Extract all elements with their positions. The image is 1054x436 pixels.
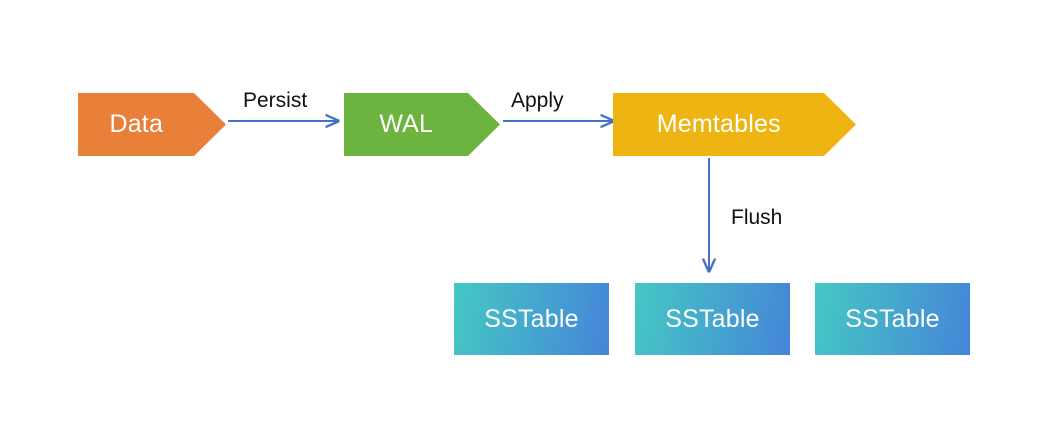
node-label-memtables: Memtables xyxy=(656,110,781,138)
chevron-shape-data xyxy=(78,93,226,156)
chevron-shape-memtables xyxy=(613,93,856,156)
edge-flush-arrow xyxy=(701,158,717,283)
node-sstable-1[interactable]: SSTable xyxy=(454,283,609,355)
node-data[interactable]: Data xyxy=(78,93,226,156)
node-sstable-3[interactable]: SSTable xyxy=(815,283,970,355)
node-label-data: Data xyxy=(109,110,164,138)
node-wal[interactable]: WAL xyxy=(344,93,500,156)
node-label-wal: WAL xyxy=(379,110,434,138)
edge-persist-arrow xyxy=(228,113,350,129)
edge-label-flush: Flush xyxy=(731,206,783,229)
edge-apply-arrow xyxy=(503,113,625,129)
node-label-sstable-2: SSTable xyxy=(665,304,760,333)
edge-label-persist: Persist xyxy=(243,89,308,112)
node-label-sstable-3: SSTable xyxy=(845,304,940,333)
node-label-sstable-1: SSTable xyxy=(484,304,579,333)
node-memtables[interactable]: Memtables xyxy=(613,93,856,156)
node-sstable-2[interactable]: SSTable xyxy=(635,283,790,355)
edge-label-apply: Apply xyxy=(511,89,564,112)
chevron-shape-wal xyxy=(344,93,500,156)
